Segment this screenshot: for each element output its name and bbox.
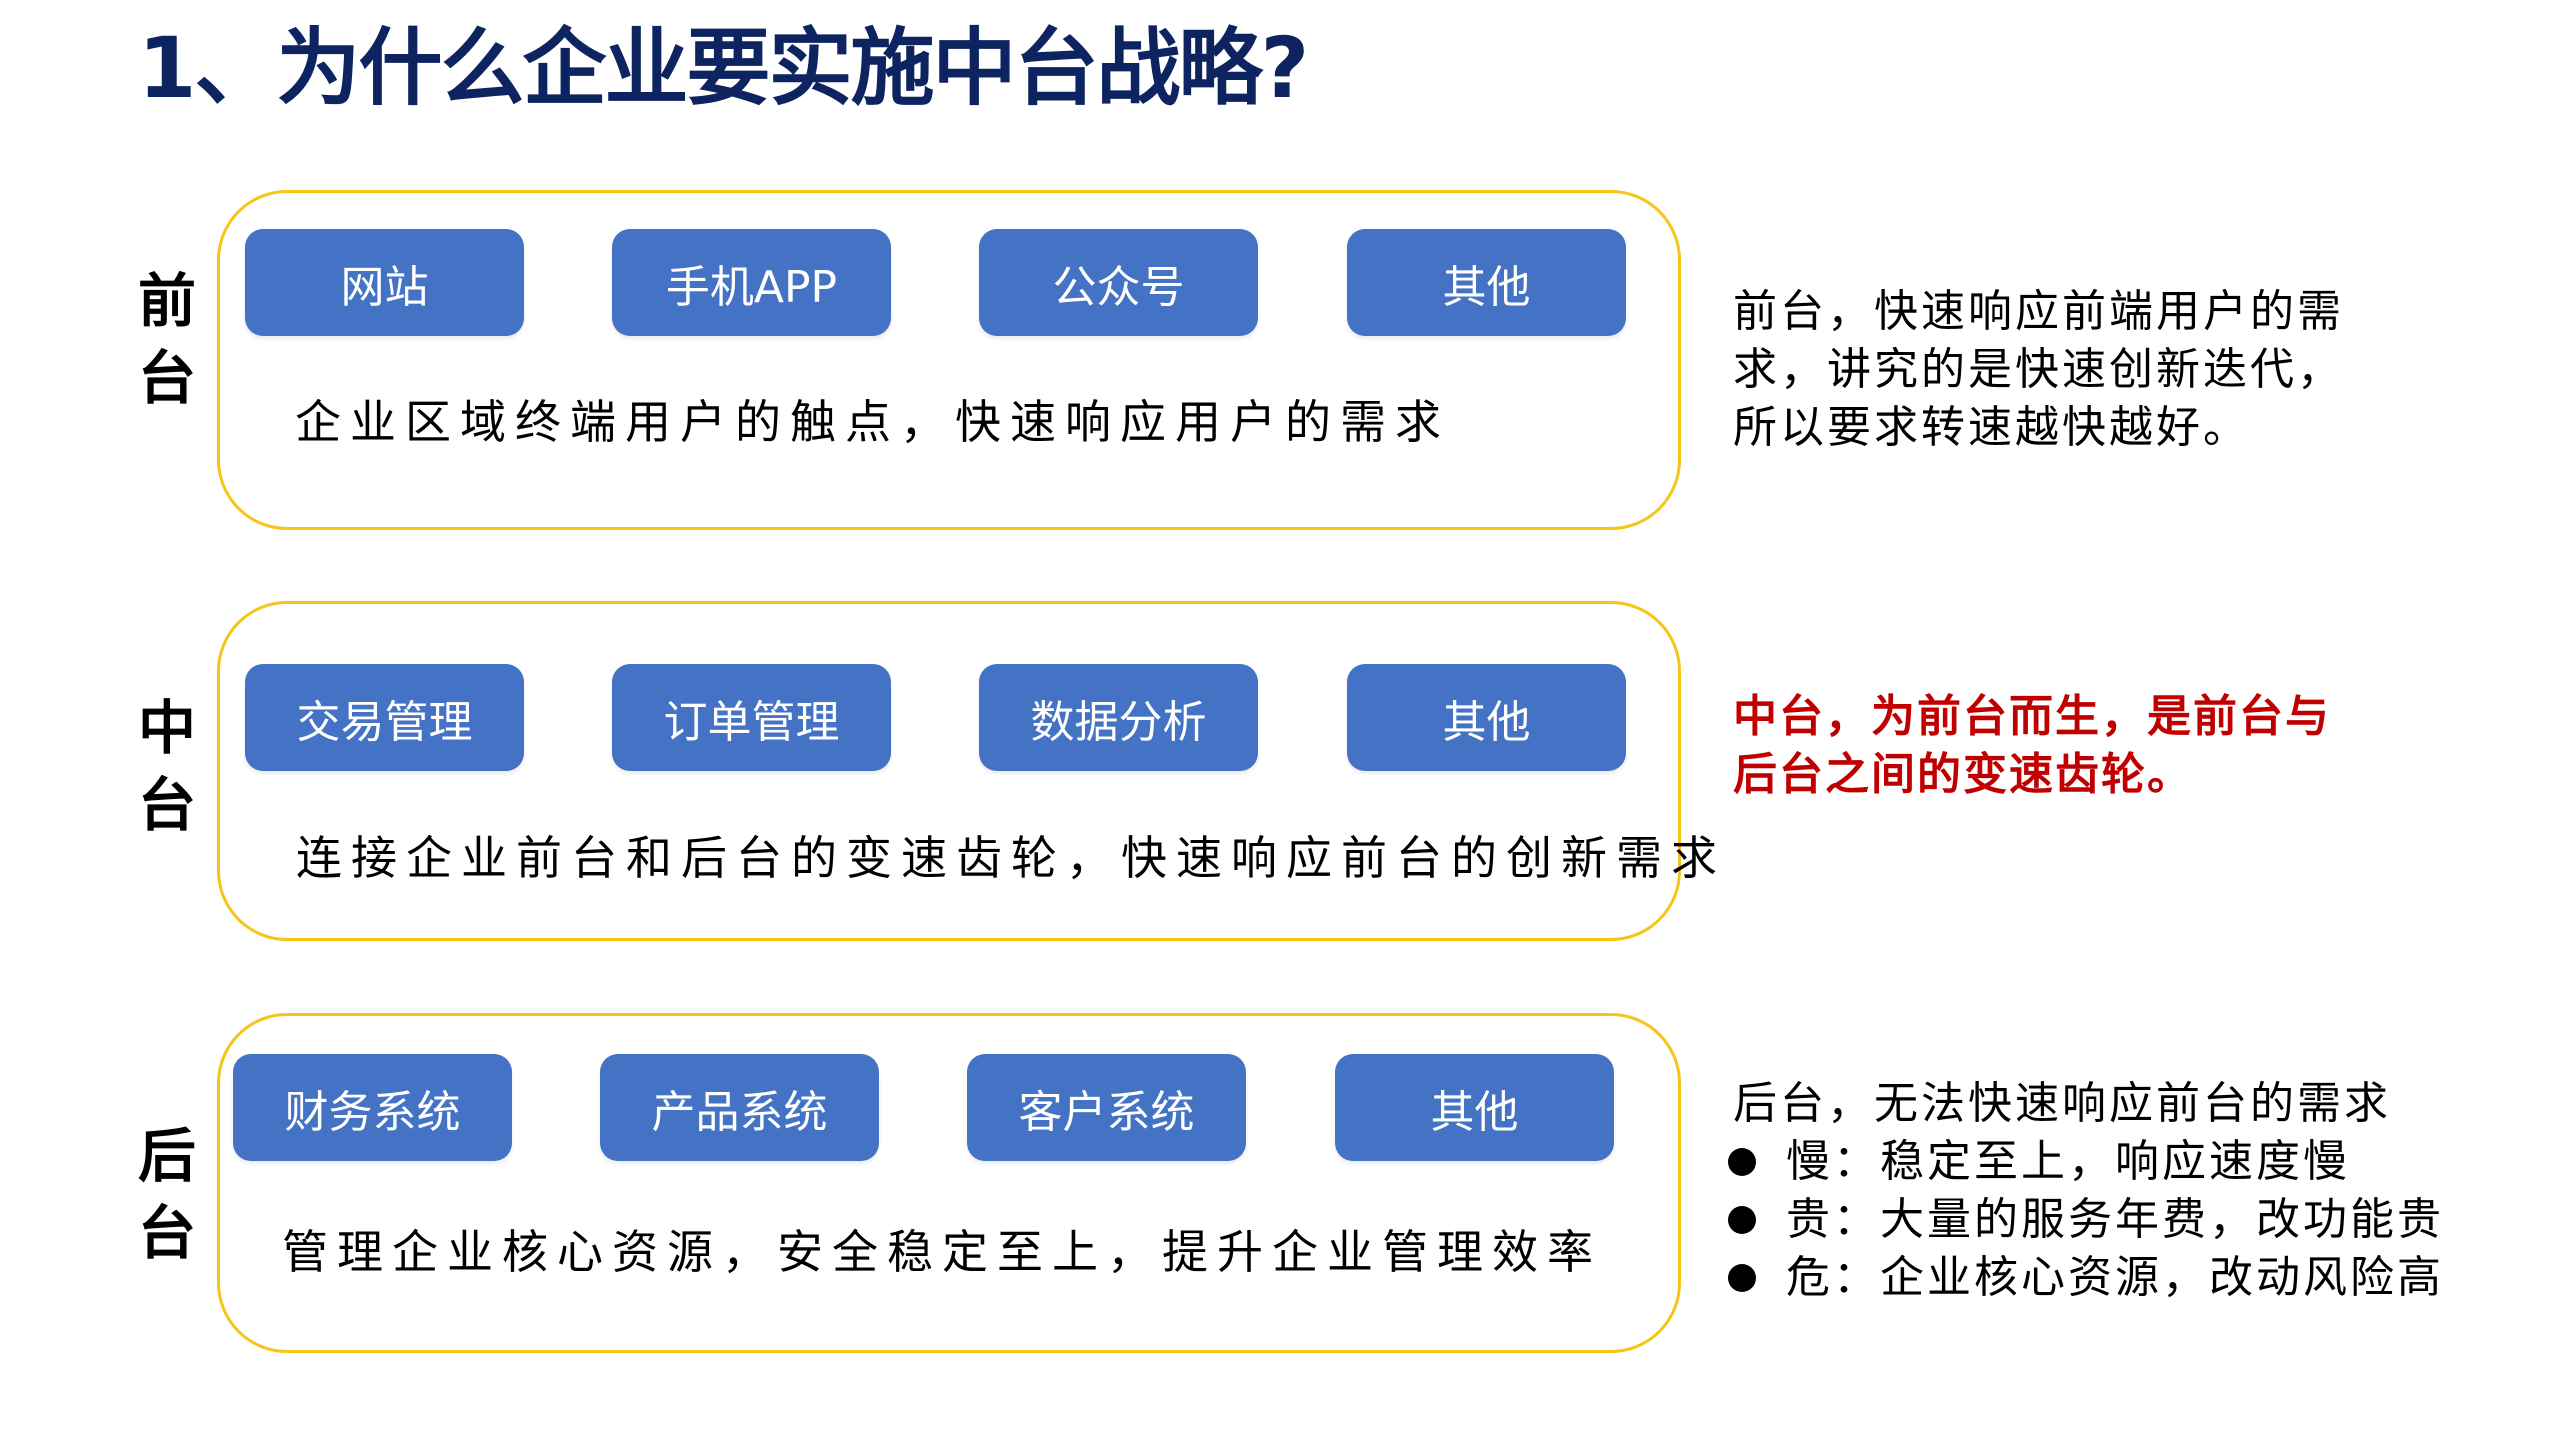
note-middle-line: 后台之间的变速齿轮。 [1733, 749, 2193, 800]
bullet-dot-icon [1728, 1206, 1756, 1234]
layer-label-char: 台 [137, 1199, 196, 1267]
note-front: 前台，快速响应前端用户的需 求，讲究的是快速创新迭代， 所以要求转速越快越好。 [1733, 283, 2344, 457]
note-back-intro: 后台，无法快速响应前台的需求 [1733, 1078, 2391, 1129]
note-back-bullet-text: 贵：大量的服务年费，改功能贵 [1786, 1194, 2444, 1245]
note-middle-line: 中台，为前台而生，是前台与 [1733, 691, 2331, 742]
layer-description-back: 管理企业核心资源，安全稳定至上，提升企业管理效率 [282, 1225, 1602, 1279]
front-button-website[interactable]: 网站 [245, 229, 524, 336]
layer-label-char: 前 [137, 267, 196, 335]
note-back: 后台，无法快速响应前台的需求 慢：稳定至上，响应速度慢 贵：大量的服务年费，改功… [1728, 1075, 2444, 1307]
note-front-line: 前台，快速响应前端用户的需 [1733, 286, 2344, 337]
layer-box-middle [217, 601, 1681, 941]
layer-label-char: 后 [137, 1122, 196, 1190]
middle-button-data-analysis[interactable]: 数据分析 [979, 664, 1258, 771]
note-back-bullet-text: 危：企业核心资源，改动风险高 [1786, 1252, 2444, 1303]
note-front-line: 所以要求转速越快越好。 [1733, 402, 2250, 453]
middle-button-transaction[interactable]: 交易管理 [245, 664, 524, 771]
layer-description-front: 企业区域终端用户的触点，快速响应用户的需求 [295, 395, 1450, 449]
layer-label-front: 前 台 [136, 263, 198, 417]
layer-label-char: 台 [137, 344, 196, 412]
layer-label-back: 后 台 [136, 1118, 198, 1272]
note-back-bullet-item: 慢：稳定至上，响应速度慢 [1728, 1133, 2444, 1191]
back-button-customer[interactable]: 客户系统 [967, 1054, 1246, 1161]
note-front-line: 求，讲究的是快速创新迭代， [1733, 344, 2344, 395]
front-button-mobile-app[interactable]: 手机APP [612, 229, 891, 336]
bullet-dot-icon [1728, 1264, 1756, 1292]
middle-button-order[interactable]: 订单管理 [612, 664, 891, 771]
slide-title: 1、为什么企业要实施中台战略? [138, 19, 1309, 117]
front-button-official-account[interactable]: 公众号 [979, 229, 1258, 336]
layer-description-middle: 连接企业前台和后台的变速齿轮，快速响应前台的创新需求 [296, 831, 1726, 885]
layer-label-middle: 中 台 [136, 690, 198, 844]
back-button-finance[interactable]: 财务系统 [233, 1054, 512, 1161]
note-middle-highlight: 中台，为前台而生，是前台与 后台之间的变速齿轮。 [1733, 688, 2331, 804]
note-back-bullet-text: 慢：稳定至上，响应速度慢 [1786, 1136, 2350, 1187]
front-button-other[interactable]: 其他 [1347, 229, 1626, 336]
layer-label-char: 台 [137, 771, 196, 839]
note-back-bullet-item: 危：企业核心资源，改动风险高 [1728, 1249, 2444, 1307]
bullet-dot-icon [1728, 1148, 1756, 1176]
middle-button-other[interactable]: 其他 [1347, 664, 1626, 771]
back-button-product[interactable]: 产品系统 [600, 1054, 879, 1161]
back-button-other[interactable]: 其他 [1335, 1054, 1614, 1161]
layer-label-char: 中 [137, 694, 196, 762]
note-back-bullet-item: 贵：大量的服务年费，改功能贵 [1728, 1191, 2444, 1249]
